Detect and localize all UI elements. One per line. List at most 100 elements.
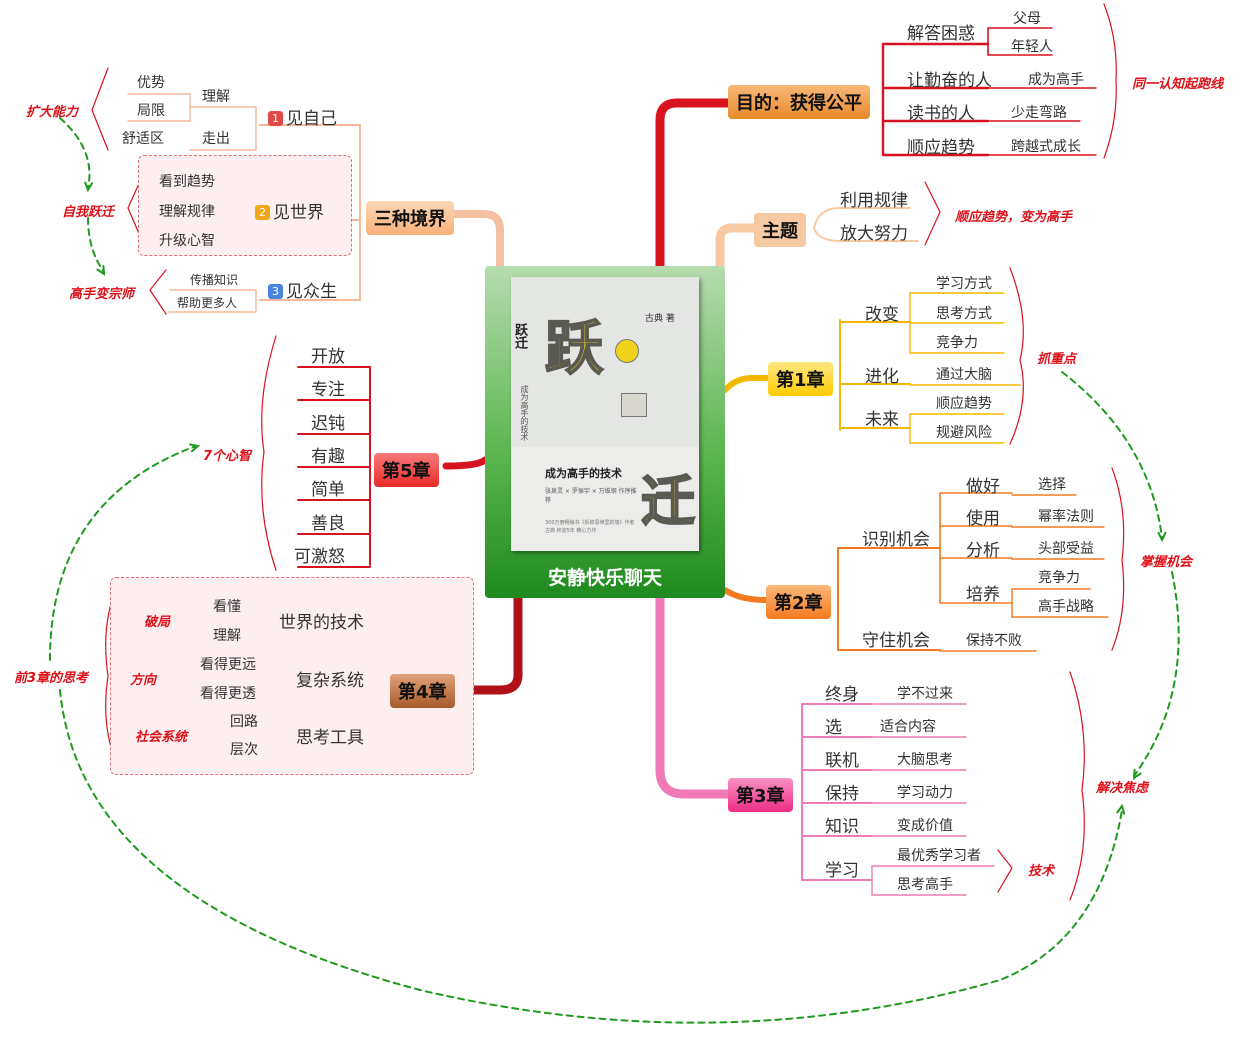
ch3-item-6-child-1[interactable]: 最优秀学习者	[897, 848, 981, 864]
realms-note-2: 自我跃迁	[62, 205, 115, 220]
ch3-item-2[interactable]: 选	[825, 718, 842, 738]
purpose-item-2-child-1[interactable]: 成为高手	[1028, 72, 1084, 88]
center-node[interactable]: 跃迁 成为高手的技术 跃 古典 著 成为高手的技术 张泉灵 × 罗振宇 × 万维…	[485, 266, 725, 598]
ch3-item-4[interactable]: 保持	[825, 784, 859, 804]
realm-1-exit-child[interactable]: 舒适区	[122, 131, 164, 147]
ch2-item-keep[interactable]: 守住机会	[862, 631, 930, 651]
ch5-item-7[interactable]: 可激怒	[294, 547, 345, 567]
ch2-cultivate-child-1[interactable]: 竞争力	[1038, 570, 1080, 586]
trunk-purpose	[655, 98, 733, 271]
theme-note: 顺应趋势，变为高手	[955, 210, 1073, 225]
ch4-item-2[interactable]: 复杂系统	[296, 671, 364, 691]
realm-1-understand-child-2[interactable]: 局限	[137, 103, 165, 119]
chapter-5-node[interactable]: 第5章	[374, 453, 439, 487]
purpose-item-4[interactable]: 顺应趋势	[907, 138, 975, 158]
ch2-identify-cultivate[interactable]: 培养	[966, 585, 1000, 605]
flow-arrow-6	[59, 689, 1123, 1024]
ch5-item-1[interactable]: 开放	[311, 347, 345, 367]
ch2-identify-use-child[interactable]: 幂率法则	[1038, 509, 1094, 525]
ch1-future-child-1[interactable]: 顺应趋势	[936, 396, 992, 412]
ch5-item-2[interactable]: 专注	[311, 380, 345, 400]
ch3-item-5[interactable]: 知识	[825, 817, 859, 837]
ch4-item-3-child-1[interactable]: 回路	[230, 714, 258, 730]
purpose-item-3[interactable]: 读书的人	[907, 104, 975, 124]
ch4-item-2-child-2[interactable]: 看得更透	[200, 686, 256, 702]
theme-item-2[interactable]: 放大努力	[840, 224, 908, 244]
ch1-change-child-2[interactable]: 思考方式	[936, 306, 992, 322]
ch3-item-1-child[interactable]: 学不过来	[897, 686, 953, 702]
ch1-item-evolve[interactable]: 进化	[865, 367, 899, 387]
ch5-item-3[interactable]: 迟钝	[311, 414, 345, 434]
ch3-item-6[interactable]: 学习	[825, 861, 859, 881]
realm-2-child-2[interactable]: 理解规律	[159, 204, 215, 220]
ch4-item-1-note: 破局	[144, 615, 171, 630]
ch2-keep-child[interactable]: 保持不败	[966, 633, 1022, 649]
theme-item-1[interactable]: 利用规律	[840, 191, 908, 211]
book-crate-icon	[621, 393, 647, 417]
purpose-node[interactable]: 目的：获得公平	[728, 85, 870, 119]
flow-arrow-2	[87, 217, 105, 273]
chapter-1-node[interactable]: 第1章	[768, 362, 833, 396]
trunk-ch1	[722, 375, 771, 393]
ch3-item-5-child[interactable]: 变成价值	[897, 818, 953, 834]
ch1-future-child-2[interactable]: 规避风险	[936, 425, 992, 441]
book-recommenders: 张泉灵 × 罗振宇 × 万维钢 作序推荐	[545, 488, 637, 504]
ch3-tech-brace	[997, 849, 1013, 893]
ch1-evolve-child-1[interactable]: 通过大脑	[936, 367, 992, 383]
purpose-item-1-child-1[interactable]: 父母	[1013, 11, 1041, 27]
purpose-item-1[interactable]: 解答困惑	[907, 24, 975, 44]
ch1-item-future[interactable]: 未来	[865, 410, 899, 430]
purpose-item-1-child-2[interactable]: 年轻人	[1011, 39, 1053, 55]
realm-1-understand[interactable]: 理解	[202, 89, 230, 105]
ch3-item-3[interactable]: 联机	[825, 751, 859, 771]
chapter-2-node[interactable]: 第2章	[766, 585, 831, 619]
realm-1-label: 见自己	[286, 109, 337, 129]
realm-2-group-box	[138, 155, 352, 256]
realm-3-child-1[interactable]: 传播知识	[190, 273, 239, 287]
realm-2-child-1[interactable]: 看到趋势	[159, 174, 215, 190]
chapter-3-node[interactable]: 第3章	[728, 778, 793, 812]
realm-1-understand-child-1[interactable]: 优势	[137, 75, 165, 91]
trunk-ch3	[655, 593, 733, 799]
theme-node[interactable]: 主题	[754, 213, 806, 247]
ch2-identify-do[interactable]: 做好	[966, 477, 1000, 497]
realm-2-child-3[interactable]: 升级心智	[159, 233, 215, 249]
purpose-item-4-child-1[interactable]: 跨越式成长	[1011, 139, 1081, 155]
ch3-item-4-child[interactable]: 学习动力	[897, 785, 953, 801]
realm-3-badge: 3	[268, 284, 283, 299]
ch2-identify-analyze[interactable]: 分析	[966, 541, 1000, 561]
ch2-identify-do-child[interactable]: 选择	[1038, 477, 1066, 493]
ch2-item-identify[interactable]: 识别机会	[862, 530, 930, 550]
ch3-brace	[1069, 671, 1085, 901]
ch1-item-change[interactable]: 改变	[865, 305, 899, 325]
purpose-item-3-child-1[interactable]: 少走弯路	[1011, 105, 1067, 121]
ch4-item-1-child-1[interactable]: 看懂	[213, 599, 241, 615]
ch4-item-2-child-1[interactable]: 看得更远	[200, 657, 256, 673]
book-big-char-2: 迁	[640, 469, 696, 534]
ch2-identify-analyze-child[interactable]: 头部受益	[1038, 541, 1094, 557]
realm-3-child-2[interactable]: 帮助更多人	[177, 296, 238, 310]
ch4-item-3-child-2[interactable]: 层次	[230, 742, 258, 758]
ch2-cultivate-child-2[interactable]: 高手战略	[1038, 599, 1094, 615]
ch5-item-4[interactable]: 有趣	[311, 447, 345, 467]
realms-node[interactable]: 三种境界	[366, 201, 454, 235]
ch1-change-child-1[interactable]: 学习方式	[936, 276, 992, 292]
realm-1-exit[interactable]: 走出	[202, 131, 230, 147]
book-vertical-subtitle: 成为高手的技术	[520, 385, 529, 441]
ch3-item-2-child[interactable]: 适合内容	[880, 719, 936, 735]
chapter-4-node[interactable]: 第4章	[390, 674, 455, 708]
ch3-item-1[interactable]: 终身	[825, 685, 859, 705]
ch4-item-3[interactable]: 思考工具	[296, 728, 364, 748]
ch5-item-6[interactable]: 善良	[311, 514, 345, 534]
ch4-item-1-child-2[interactable]: 理解	[213, 628, 241, 644]
ch1-change-child-3[interactable]: 竞争力	[936, 335, 978, 351]
ch3-item-3-child[interactable]: 大脑思考	[897, 752, 953, 768]
ch4-item-1[interactable]: 世界的技术	[279, 613, 364, 633]
purpose-item-2[interactable]: 让勤奋的人	[907, 71, 992, 91]
ch3-item-6-child-2[interactable]: 思考高手	[897, 877, 953, 893]
ch5-item-5[interactable]: 简单	[311, 480, 345, 500]
ch2-identify-use[interactable]: 使用	[966, 509, 1000, 529]
